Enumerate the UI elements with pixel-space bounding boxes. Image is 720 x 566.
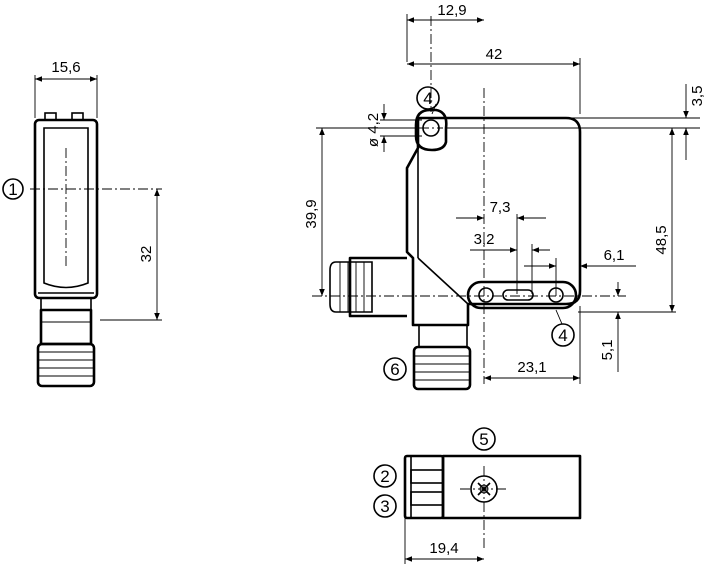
callout-5: 5	[479, 430, 488, 449]
callout-3: 3	[380, 497, 389, 516]
dim-front-height-left: 39,9	[303, 199, 320, 228]
dim-lens-spacing-b: 3,2	[474, 231, 495, 248]
dim-edge-offset: 6,1	[604, 247, 625, 264]
dim-side-width: 15,6	[51, 59, 80, 76]
dim-lens-spacing-a: 7,3	[490, 199, 511, 216]
dim-bottom-width: 23,1	[517, 359, 546, 376]
dim-front-top-offset: 3,5	[689, 86, 706, 107]
dim-front-width: 42	[486, 46, 503, 63]
dim-bottom-offset: 5,1	[599, 340, 616, 361]
bottom-view: 19,4 5 2 3	[373, 427, 582, 564]
dim-front-offset-top: 12,9	[437, 2, 466, 19]
dim-bottom-view-width: 19,4	[429, 540, 458, 557]
callout-1: 1	[8, 180, 17, 199]
side-view: 15,6 32 1	[2, 59, 162, 388]
callout-2: 2	[380, 467, 389, 486]
dim-front-height-right: 48,5	[653, 225, 670, 254]
callout-4-bottom: 4	[558, 326, 567, 345]
dim-side-height: 32	[138, 246, 155, 263]
dim-hole-diameter: ø 4,2	[365, 113, 382, 147]
callout-4-top: 4	[423, 89, 432, 108]
front-view: 12,9 42 ø 4,2 39,9 3,5 48,5 7,3	[303, 2, 706, 391]
callout-6: 6	[390, 360, 399, 379]
